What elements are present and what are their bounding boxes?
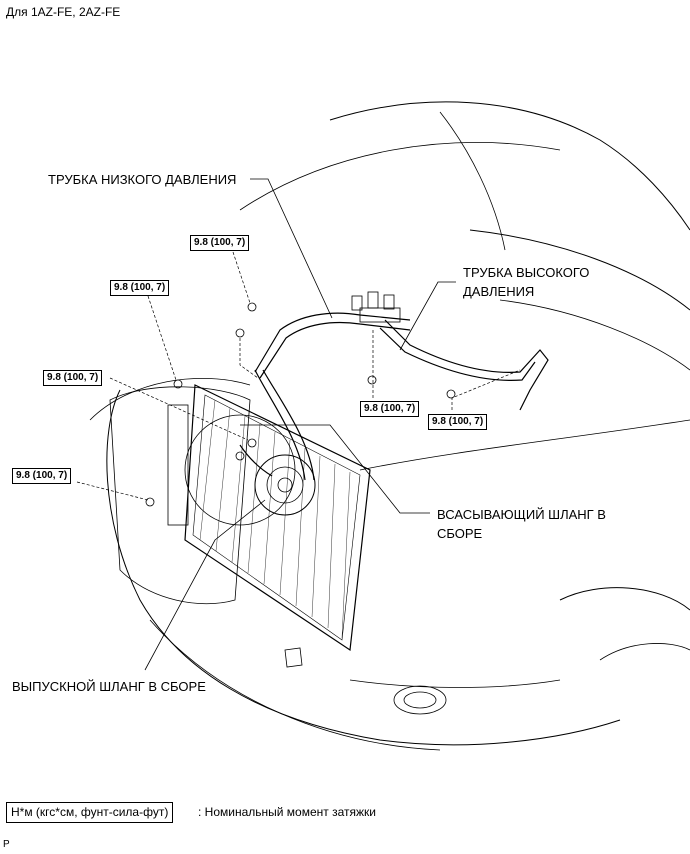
service-valve-3 bbox=[383, 294, 395, 310]
torque-callout: 9.8 (100, 7) bbox=[12, 468, 72, 484]
leader-lines bbox=[144, 178, 456, 671]
hood-edge bbox=[239, 142, 561, 211]
fender-line bbox=[469, 229, 690, 311]
torque-callout: 9.8 (100, 7) bbox=[428, 414, 488, 430]
suction-hose-a bbox=[254, 369, 306, 481]
page-mark: P bbox=[3, 839, 10, 850]
page-title: Для 1AZ-FE, 2AZ-FE bbox=[6, 5, 121, 19]
bumper-vent bbox=[284, 647, 303, 668]
low-pressure-tube-b bbox=[259, 321, 411, 379]
service-valve-2 bbox=[367, 291, 379, 309]
fender-line-2 bbox=[499, 299, 690, 371]
tube-joint-block bbox=[359, 307, 401, 323]
condenser-inner bbox=[192, 394, 361, 641]
windshield-line bbox=[439, 111, 506, 251]
bolts bbox=[145, 302, 456, 507]
hood-outline bbox=[329, 101, 690, 231]
wheel-arch-2 bbox=[599, 643, 690, 661]
high-pressure-tube-a bbox=[384, 319, 549, 411]
compressor-pulley bbox=[266, 466, 304, 504]
service-valve-1 bbox=[351, 295, 363, 311]
callout-leaders bbox=[76, 251, 521, 501]
grille-outline bbox=[109, 386, 251, 605]
legend-description: : Номинальный момент затяжки bbox=[198, 805, 376, 819]
label-discharge-hose: ВЫПУСКНОЙ ШЛАНГ В СБОРЕ bbox=[12, 679, 206, 694]
label-suction-hose-line1: ВСАСЫВАЮЩИЙ ШЛАНГ В bbox=[437, 507, 606, 522]
suction-hose-b bbox=[262, 369, 315, 481]
compressor-hub bbox=[277, 477, 293, 493]
label-high-pressure-tube-line2: ДАВЛЕНИЯ bbox=[463, 284, 535, 299]
fog-lamp bbox=[393, 685, 447, 715]
compressor-body bbox=[254, 454, 316, 516]
condenser-fins bbox=[199, 399, 351, 639]
fog-lamp-inner bbox=[403, 691, 437, 709]
torque-callout: 9.8 (100, 7) bbox=[190, 235, 250, 251]
torque-callout: 9.8 (100, 7) bbox=[110, 280, 170, 296]
label-suction-hose-line2: СБОРЕ bbox=[437, 526, 483, 541]
body-side bbox=[359, 419, 690, 471]
wheel-arch bbox=[559, 587, 690, 611]
high-pressure-tube-b bbox=[379, 327, 536, 381]
headlamp-outline bbox=[89, 377, 251, 421]
bumper-lower bbox=[149, 619, 441, 751]
discharge-hose bbox=[239, 444, 273, 477]
torque-callout: 9.8 (100, 7) bbox=[43, 370, 103, 386]
torque-callout: 9.8 (100, 7) bbox=[360, 401, 420, 417]
low-pressure-tube-a bbox=[254, 312, 411, 373]
label-low-pressure-tube: ТРУБКА НИЗКОГО ДАВЛЕНИЯ bbox=[48, 172, 237, 187]
legend-units-box: Н*м (кгс*см, фунт-сила-фут) bbox=[6, 802, 174, 823]
condenser-side-tank bbox=[167, 404, 189, 526]
bumper-edge bbox=[349, 679, 561, 688]
label-high-pressure-tube-line1: ТРУБКА ВЫСОКОГО bbox=[463, 265, 590, 280]
